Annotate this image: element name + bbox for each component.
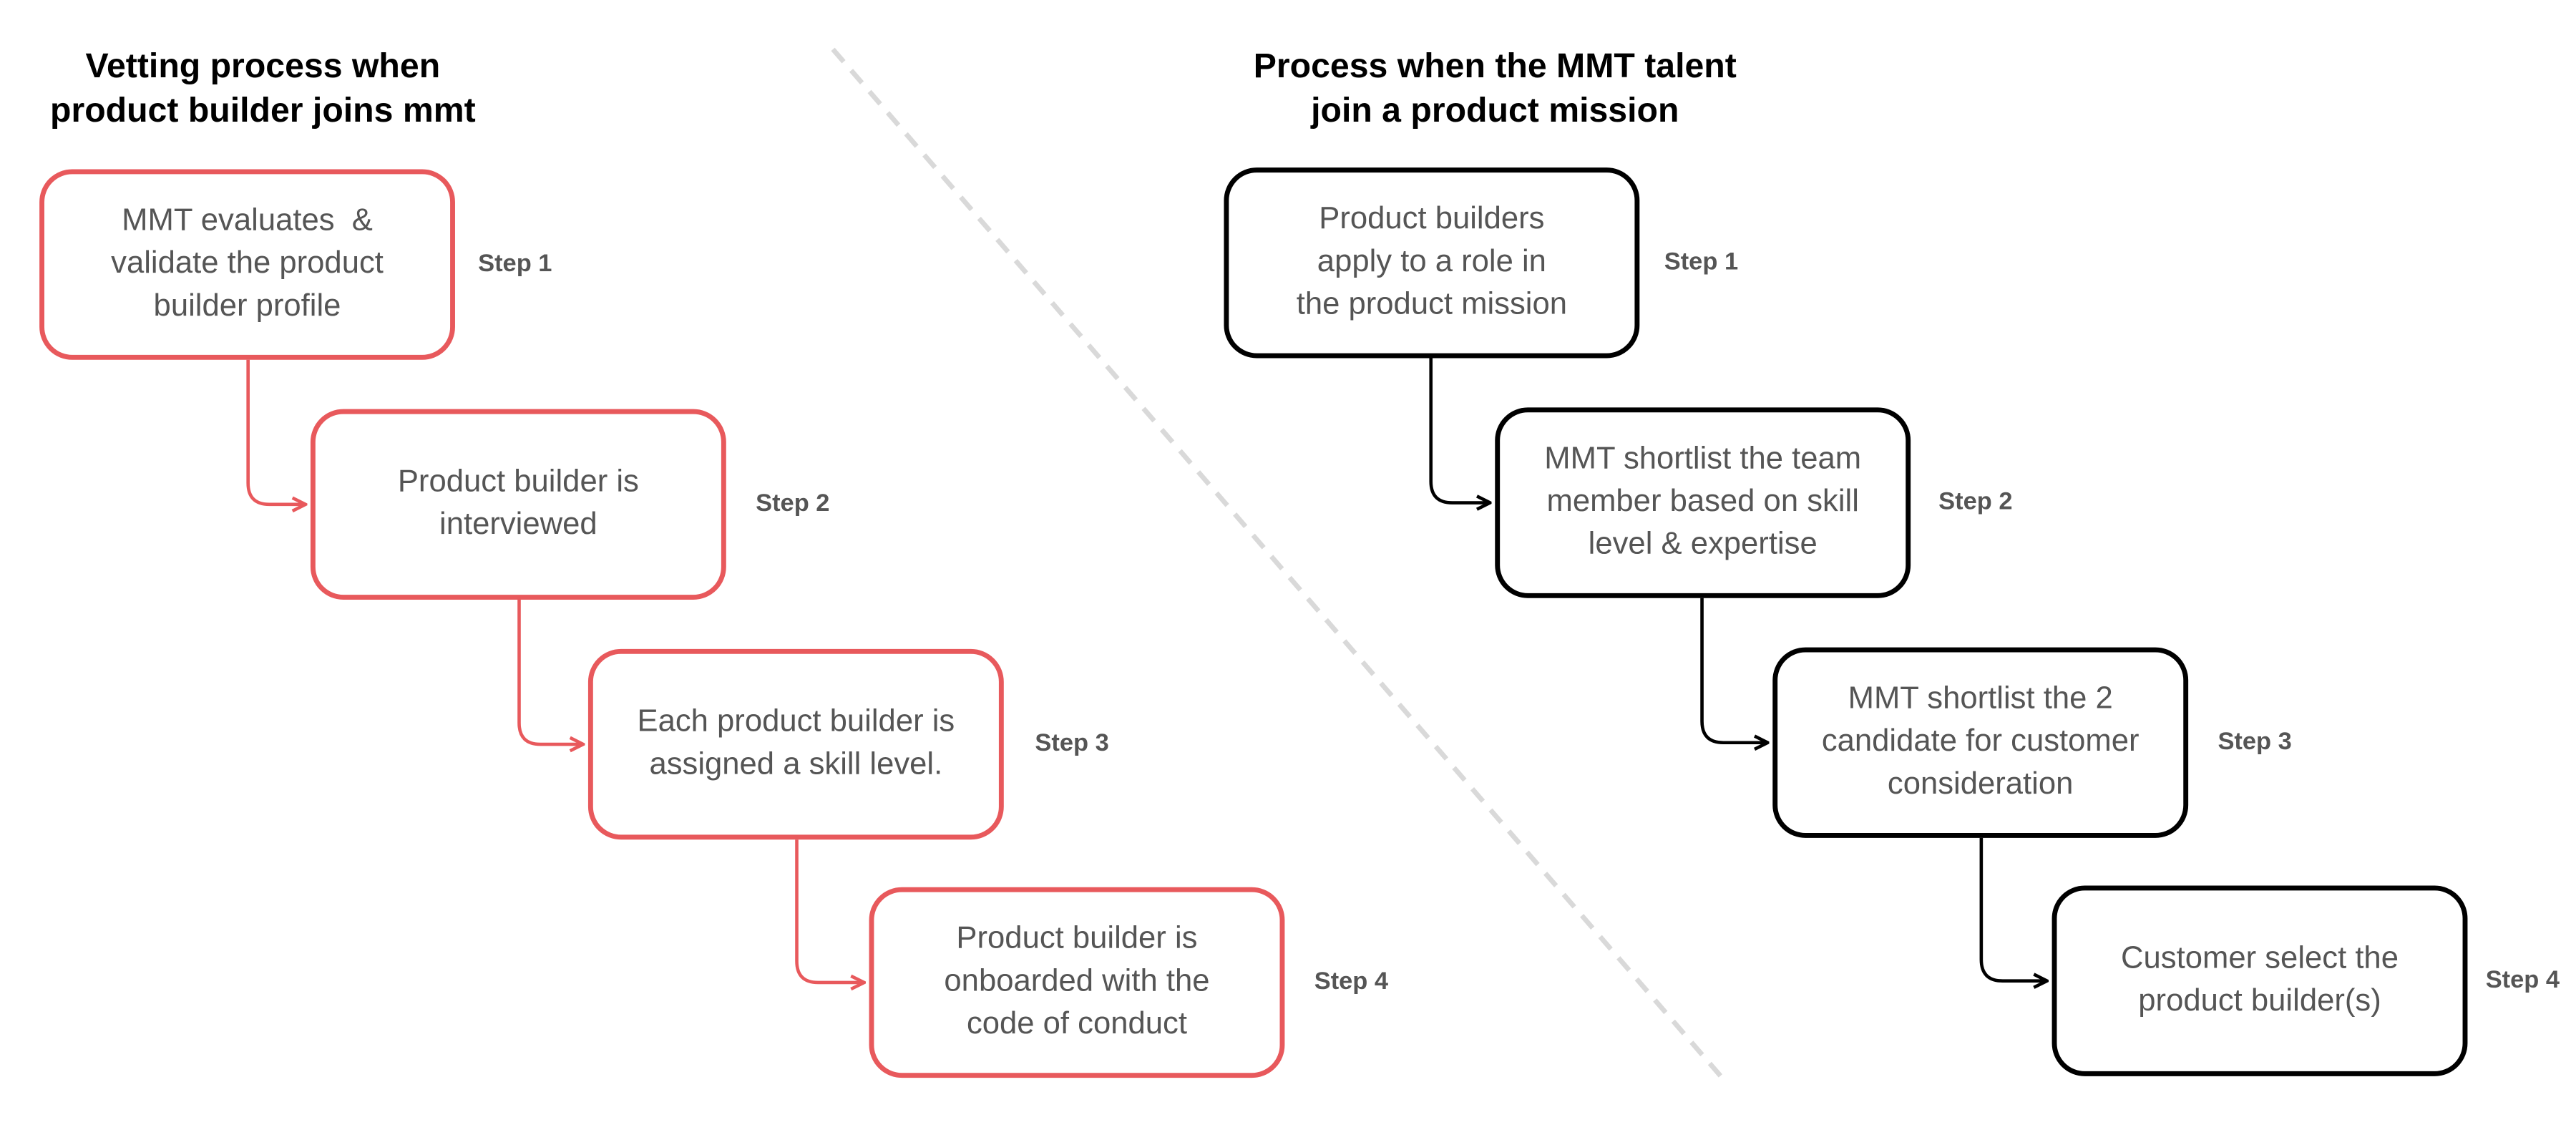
left-connector-1-2	[246, 359, 306, 505]
title-line: product builder joins mmt	[49, 92, 476, 130]
left-step-3-label: Step 3	[1035, 729, 1109, 758]
box-line: interviewed	[439, 507, 597, 542]
left-step-1-box: MMT evaluates & validate the product bui…	[39, 169, 455, 360]
left-connector-3-4	[795, 839, 864, 983]
box-text: MMT shortlist the team member based on s…	[1544, 439, 1861, 567]
box-line: member based on skill	[1546, 484, 1859, 520]
right-step-4-box: Customer select the product builder(s)	[2051, 885, 2468, 1076]
right-step-3-label: Step 3	[2218, 728, 2292, 756]
right-column-title: Process when the MMT talent join a produ…	[1150, 44, 1840, 133]
right-step-2-box: MMT shortlist the team member based on s…	[1495, 407, 1911, 598]
box-line: product builder(s)	[2138, 984, 2381, 1019]
left-column-title: Vetting process when product builder joi…	[0, 44, 608, 133]
box-line: consideration	[1887, 767, 2074, 802]
right-step-4-label: Step 4	[2485, 965, 2560, 995]
box-line: assigned a skill level.	[649, 747, 943, 782]
box-text: MMT shortlist the 2 candidate for custom…	[1822, 678, 2140, 807]
box-line: Customer select the	[2121, 941, 2399, 976]
box-line: Product builder is	[397, 464, 639, 500]
title-line: Vetting process when	[85, 47, 441, 86]
title-line: join a product mission	[1311, 92, 1679, 130]
left-step-2-label: Step 2	[756, 489, 830, 518]
box-line: code of conduct	[966, 1007, 1187, 1042]
box-text: Product builder is onboarded with the co…	[944, 918, 1209, 1046]
column-divider	[831, 47, 1727, 1083]
box-line: onboarded with the	[944, 964, 1210, 999]
box-text: Each product builder is assigned a skill…	[637, 701, 955, 786]
left-step-3-box: Each product builder is assigned a skill…	[587, 648, 1004, 840]
right-connector-2-3	[1700, 598, 1768, 743]
box-text: Customer select the product builder(s)	[2121, 938, 2399, 1023]
right-connector-3-4	[1979, 837, 2047, 981]
left-step-1-label: Step 1	[478, 249, 552, 278]
box-text: Product builders apply to a role in the …	[1297, 199, 1567, 327]
box-line: MMT shortlist the 2	[1848, 681, 2113, 717]
right-step-1-box: Product builders apply to a role in the …	[1224, 167, 1640, 359]
box-line: level & expertise	[1588, 527, 1818, 562]
left-step-2-box: Product builder is interviewed	[310, 409, 726, 600]
title-line: Process when the MMT talent	[1253, 47, 1737, 86]
box-line: candidate for customer	[1821, 724, 2140, 759]
right-step-3-box: MMT shortlist the 2 candidate for custom…	[1772, 647, 2189, 838]
left-connector-2-3	[517, 600, 584, 744]
box-line: MMT shortlist the team	[1544, 442, 1862, 477]
right-step-2-label: Step 2	[1938, 487, 2013, 516]
box-line: apply to a role in	[1317, 245, 1546, 280]
left-step-4-box: Product builder is onboarded with the co…	[869, 887, 1285, 1078]
left-step-4-label: Step 4	[1314, 968, 1389, 996]
box-text: MMT evaluates & validate the product bui…	[111, 200, 384, 328]
box-line: Product builders	[1319, 202, 1545, 237]
box-line: MMT evaluates &	[122, 203, 373, 238]
box-line: builder profile	[153, 289, 341, 324]
box-line: validate the product	[111, 246, 384, 281]
box-text: Product builder is interviewed	[398, 462, 639, 547]
box-line: Product builder is	[956, 922, 1198, 957]
right-step-1-label: Step 1	[1664, 248, 1739, 276]
box-line: the product mission	[1296, 287, 1568, 322]
right-connector-1-2	[1429, 358, 1491, 503]
box-line: Each product builder is	[637, 704, 955, 740]
